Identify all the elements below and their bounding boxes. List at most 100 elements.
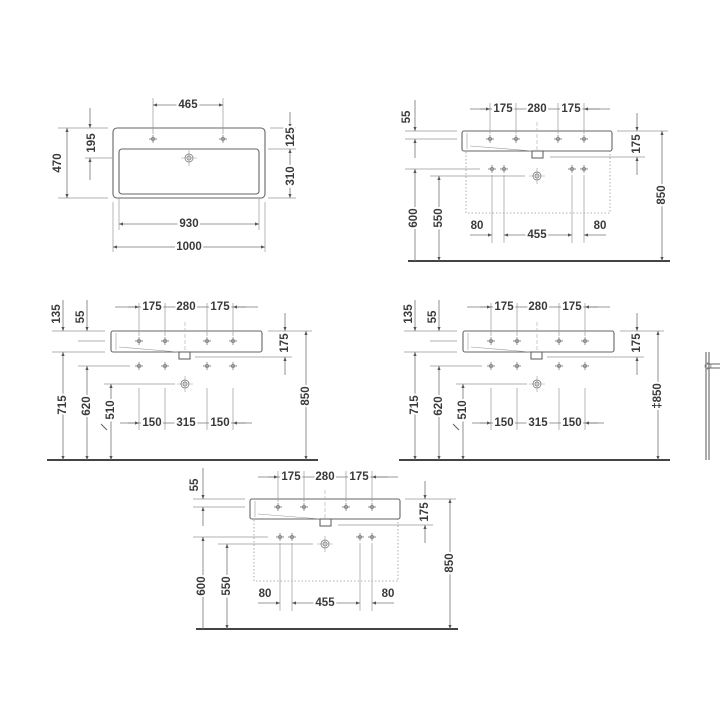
tap-hole-ring [582, 338, 588, 344]
dim-715: 715 [409, 395, 421, 415]
dim-175-height: 175 [631, 134, 643, 154]
pedestal-outline-dotted [253, 518, 399, 582]
dim-620: 620 [81, 396, 93, 415]
tap-hole-icon [342, 503, 350, 511]
tap-hole-ring [488, 363, 494, 369]
tap-hole-ring [556, 363, 562, 369]
dim-150-left: 150 [494, 417, 513, 429]
tap-hole-icon [203, 362, 211, 370]
dim-280: 280 [527, 103, 546, 115]
tap-hole-ring [513, 136, 519, 142]
tap-hole-ring [581, 136, 587, 142]
dim-280: 280 [315, 471, 334, 483]
tap-hole-ring [136, 363, 142, 369]
overflow-outlet [178, 351, 191, 360]
tap-hole-icon [513, 362, 521, 370]
dim-150-right: 150 [210, 417, 229, 429]
dim-175-right: 175 [210, 301, 230, 313]
tap-hole-icon [568, 165, 576, 173]
dim-175-right: 175 [561, 103, 581, 115]
drain-crosshair [529, 168, 545, 184]
tap-hole-icon [356, 533, 364, 541]
basin-bowl [118, 148, 260, 195]
drain-crosshair [181, 150, 197, 166]
tap-hole-icon [288, 533, 296, 541]
tap-hole-icon [276, 533, 284, 541]
dim-135: 135 [51, 304, 63, 324]
tap-hole-ring [369, 534, 375, 540]
dim-80-left: 80 [259, 588, 272, 600]
dim-80-left: 80 [471, 220, 484, 232]
dim-465: 465 [178, 99, 198, 111]
tap-hole-ring [204, 338, 210, 344]
tap-hole-icon [203, 337, 211, 345]
dim-150-right: 150 [562, 417, 581, 429]
tap-hole-icon [229, 337, 237, 345]
dim-850: 850 [300, 386, 312, 405]
tap-hole-icon [486, 135, 494, 143]
tap-hole-icon [581, 362, 589, 370]
tap-hole-ring [277, 534, 283, 540]
tap-hole-icon [487, 337, 495, 345]
tap-hole-ring [343, 504, 349, 510]
tap-hole-ring [569, 166, 575, 172]
dim-600: 600 [196, 576, 208, 595]
tap-hole-icon [135, 362, 143, 370]
dim-310: 310 [285, 166, 297, 185]
dim-930: 930 [179, 218, 198, 230]
dim-850: 850 [444, 553, 456, 572]
overflow-outlet [319, 518, 332, 527]
dim-55: 55 [189, 478, 201, 491]
tap-hole-icon [554, 135, 562, 143]
dim-620: 620 [433, 396, 445, 415]
tap-hole-icon [555, 337, 563, 345]
tap-hole-icon [581, 337, 589, 345]
tap-hole-ring [369, 504, 375, 510]
dim-600: 600 [408, 208, 420, 227]
tap-hole-icon [580, 135, 588, 143]
dim-135: 135 [403, 304, 415, 324]
tap-hole-icon [161, 337, 169, 345]
dim-175-height: 175 [419, 502, 431, 522]
dim-80-right: 80 [382, 588, 395, 600]
dim-55: 55 [75, 310, 87, 323]
tap-hole-icon [368, 503, 376, 511]
dim-175-left: 175 [281, 471, 301, 483]
tap-hole-ring [357, 534, 363, 540]
tap-hole-ring [136, 338, 142, 344]
tap-hole-icon [229, 362, 237, 370]
drain-crosshair [317, 536, 333, 552]
tap-hole-ring [487, 136, 493, 142]
dim-175-left: 175 [493, 103, 513, 115]
tap-hole-ring [220, 136, 226, 142]
dim-175-left: 175 [142, 301, 162, 313]
pedestal-outline-dotted [465, 150, 611, 214]
dim-175-left: 175 [494, 301, 514, 313]
dim-195: 195 [86, 133, 98, 153]
dim-125: 125 [285, 127, 297, 147]
dim-315: 315 [176, 417, 196, 429]
dim-470: 470 [52, 153, 64, 172]
tap-hole-icon [149, 135, 157, 143]
tap-hole-ring [581, 166, 587, 172]
tap-hole-icon [513, 337, 521, 345]
tap-hole-icon [161, 362, 169, 370]
tap-hole-ring [230, 338, 236, 344]
dim-80-right: 80 [594, 220, 607, 232]
dim-850: ‡850 [652, 383, 664, 409]
tap-hole-icon [580, 165, 588, 173]
tap-hole-ring [204, 363, 210, 369]
tap-hole-icon [368, 533, 376, 541]
dim-280: 280 [528, 301, 547, 313]
basin-side-outline [110, 330, 263, 353]
tap-hole-ring [275, 504, 281, 510]
tap-hole-icon [512, 135, 520, 143]
tap-hole-icon [555, 362, 563, 370]
basin-slope [257, 513, 322, 520]
